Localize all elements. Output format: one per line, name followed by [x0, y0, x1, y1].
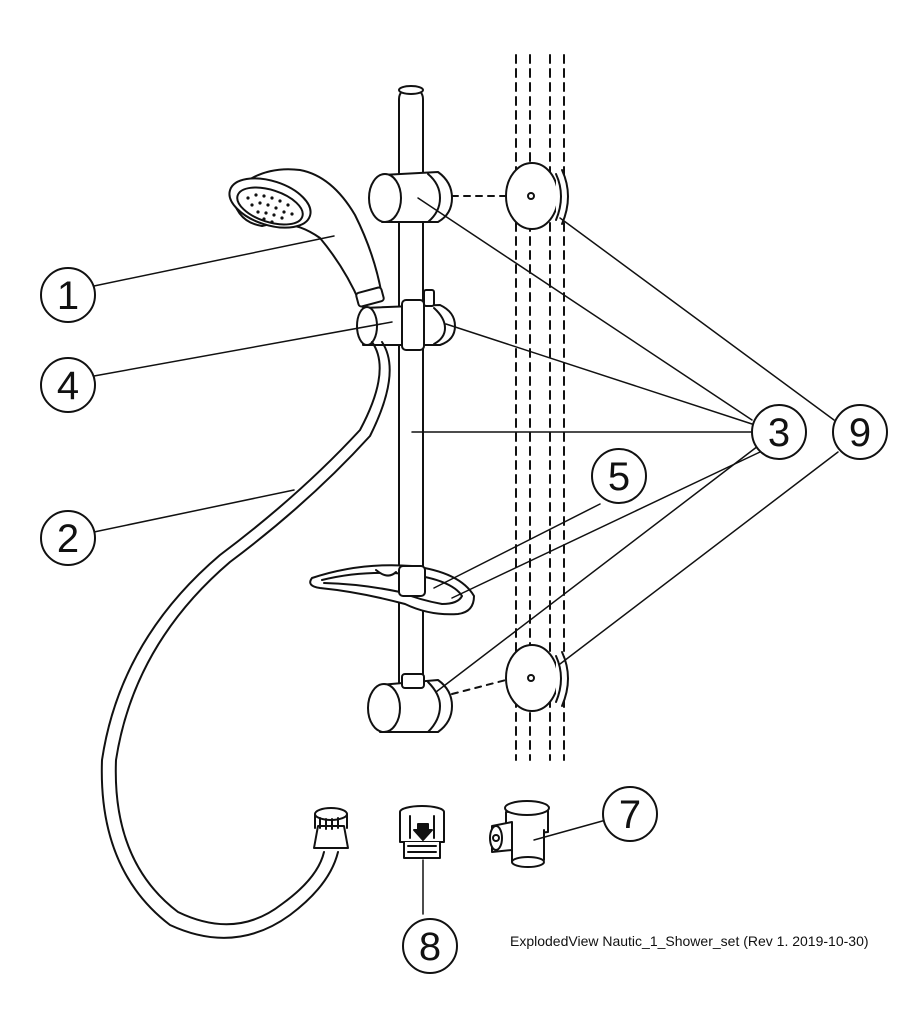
callout-8-label: 8 [419, 925, 441, 969]
adapter-icon [399, 805, 445, 859]
diagram-caption: ExplodedView Nautic_1_Shower_set (Rev 1.… [510, 933, 869, 949]
callout-2-label: 2 [57, 517, 79, 561]
callout-7: 7 [602, 786, 658, 842]
callout-2: 2 [40, 510, 96, 566]
top-rail-bracket-icon [368, 171, 453, 223]
wall-bracket-icon [505, 162, 569, 712]
callout-4-label: 4 [57, 364, 79, 408]
leader-lines [93, 197, 839, 915]
callout-9: 9 [832, 404, 888, 460]
mount-connector-lines [451, 195, 507, 695]
callout-5-label: 5 [608, 455, 630, 499]
callout-8: 8 [402, 918, 458, 974]
callout-3-label: 3 [768, 411, 790, 455]
spray-holes [246, 193, 294, 224]
callout-7-label: 7 [619, 793, 641, 837]
hose-icon [100, 341, 391, 939]
soap-dish-icon [309, 564, 475, 616]
callout-3: 3 [751, 404, 807, 460]
callout-1: 1 [40, 267, 96, 323]
tee-valve-icon [489, 800, 550, 868]
callout-4: 4 [40, 357, 96, 413]
hand-shower-icon [228, 168, 385, 308]
callout-1-label: 1 [57, 274, 79, 318]
callout-5: 5 [591, 448, 647, 504]
bottom-rail-bracket-icon [367, 673, 453, 733]
callout-9-label: 9 [849, 411, 871, 455]
